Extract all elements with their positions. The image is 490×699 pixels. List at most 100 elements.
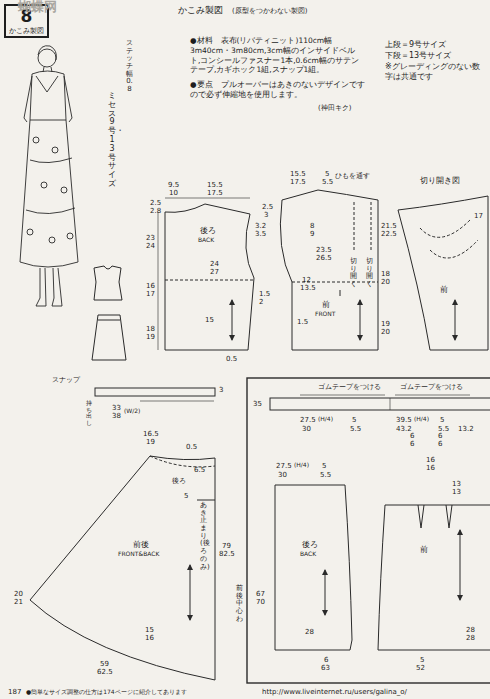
- dimension-label: 27: [210, 268, 219, 276]
- note-label: FRONT&BACK: [118, 551, 159, 558]
- note-label: 下段＝13号サイズ: [385, 51, 451, 60]
- back-skirt-piece: [275, 485, 352, 650]
- dimension-label: 24: [146, 242, 155, 250]
- note-label: 切り開き図: [420, 176, 460, 185]
- skirt-piece: [30, 456, 215, 680]
- note-label: 後ろ: [302, 540, 318, 549]
- dimension-label: 30: [302, 425, 311, 433]
- dimension-label: 22.5: [381, 230, 397, 238]
- dimension-label: 16: [426, 456, 435, 464]
- note-label: ステッチ幅0.8: [126, 40, 133, 94]
- back-bodice-piece: [158, 198, 254, 350]
- dimension-label: 30: [278, 471, 287, 479]
- dimension-label: 13.2: [458, 425, 474, 433]
- note-label: 持ち出し: [86, 400, 92, 426]
- dimension-label: 59: [100, 660, 109, 668]
- dimension-label: 21.5: [381, 222, 397, 230]
- dimension-label: 24: [210, 260, 219, 268]
- note-label: あき止まり(後ろのみ): [200, 502, 207, 571]
- small-top-sketch: [94, 266, 122, 300]
- dimension-label: 13.5: [300, 284, 316, 292]
- dimension-label: 28: [466, 634, 475, 642]
- note-label: ひもを通す: [335, 172, 370, 180]
- dimension-label: 28: [305, 628, 314, 636]
- dimension-label: 23: [146, 234, 155, 242]
- dimension-label: 3.2: [255, 222, 266, 230]
- dimension-label: 62.5: [97, 668, 113, 676]
- dimension-label: 5: [184, 492, 188, 500]
- note-label: ●要点 プルオーバーはあきのないデザインですので必ず伸縮地を使用します。: [190, 80, 365, 100]
- dimension-label: 16: [426, 464, 435, 472]
- dimension-label: 52: [416, 664, 425, 672]
- dimension-label: 5: [440, 416, 444, 424]
- dimension-label: 5: [325, 170, 329, 178]
- dimension-label: 6: [438, 440, 442, 448]
- front-skirt-piece: [378, 505, 490, 650]
- dimension-label: 6: [410, 432, 414, 440]
- dimension-label: 16: [146, 282, 155, 290]
- dimension-label: 187: [8, 688, 21, 696]
- dimension-label: 16.5: [143, 430, 159, 438]
- dimension-label: 17.5: [207, 189, 223, 197]
- page-title: かこみ製図: [178, 5, 223, 15]
- dimension-label: 43.2: [396, 425, 412, 433]
- dimension-label: 6.5: [194, 466, 205, 474]
- dimension-label: 3: [264, 211, 268, 219]
- frame: [247, 378, 490, 683]
- dimension-label: 18: [381, 270, 390, 278]
- dimension-label: 67: [256, 590, 265, 598]
- note-label: http://www.liveinternet.ru/users/galina_…: [262, 688, 407, 696]
- waistband-strip: [270, 395, 490, 410]
- dimension-label: 1.5: [297, 318, 308, 326]
- note-label: ●簡単なサイズ調整の仕方は174ページに紹介してあります: [26, 689, 187, 696]
- dimension-label: 2.5: [262, 203, 273, 211]
- note-label: (H/4): [294, 462, 309, 469]
- dimension-label: 2.8: [150, 207, 161, 215]
- dimension-label: 27.5: [300, 416, 316, 424]
- dimension-label: 19: [381, 320, 390, 328]
- note-label: ゴムテープをつける: [318, 383, 381, 391]
- dimension-label: 3.5: [255, 230, 266, 238]
- dimension-label: 17: [146, 290, 155, 298]
- dimension-label: 8: [310, 222, 314, 230]
- dimension-label: 39.5: [396, 416, 412, 424]
- note-label: 前: [420, 545, 428, 554]
- dimension-label: 79: [222, 542, 231, 550]
- dimension-label: 5.5: [320, 471, 331, 479]
- dimension-label: 5.5: [322, 178, 333, 186]
- watermark: 蝴蝶网: [18, 0, 57, 15]
- note-label: 切り開く: [350, 258, 357, 289]
- dimension-label: 0.5: [186, 443, 197, 451]
- dimension-label: 9.5: [168, 181, 179, 189]
- note-label: スナップ: [52, 376, 80, 384]
- dimension-label: 9: [310, 230, 314, 238]
- dimension-label: 27.5: [276, 462, 292, 470]
- note-label: ゴムテープをつける: [400, 383, 463, 391]
- note-label: 切り開く: [366, 258, 373, 289]
- note-label: ●材料 表布(リバティニット)110cm幅3m40cm・3m80cm,3cm幅の…: [190, 36, 365, 75]
- dimension-label: 20: [381, 278, 390, 286]
- woman-illustration: [20, 46, 78, 306]
- dimension-label: 0.5: [226, 355, 237, 363]
- dimension-label: 6: [410, 440, 414, 448]
- dimension-label: 15: [205, 316, 214, 324]
- note-label: (原型をつかわない製図): [232, 7, 307, 15]
- dimension-label: 70: [256, 598, 265, 606]
- dimension-label: 35: [253, 400, 262, 408]
- note-label: (H/4): [414, 416, 429, 423]
- dimension-label: 2: [259, 298, 263, 306]
- dimension-label: 15: [145, 626, 154, 634]
- dimension-label: 5.5: [350, 425, 361, 433]
- dimension-label: 20: [14, 590, 23, 598]
- note-label: 後ろ: [172, 477, 186, 485]
- dimension-label: 19: [146, 333, 155, 341]
- note-label: 前: [322, 300, 330, 309]
- note-label: BACK: [300, 551, 316, 558]
- dimension-label: 38: [112, 412, 121, 420]
- dimension-label: 5: [322, 462, 326, 470]
- note-label: (W/2): [124, 408, 140, 415]
- dimension-label: 63: [321, 664, 330, 672]
- dimension-label: 26.5: [316, 254, 332, 262]
- front-bodice-piece: [280, 190, 378, 350]
